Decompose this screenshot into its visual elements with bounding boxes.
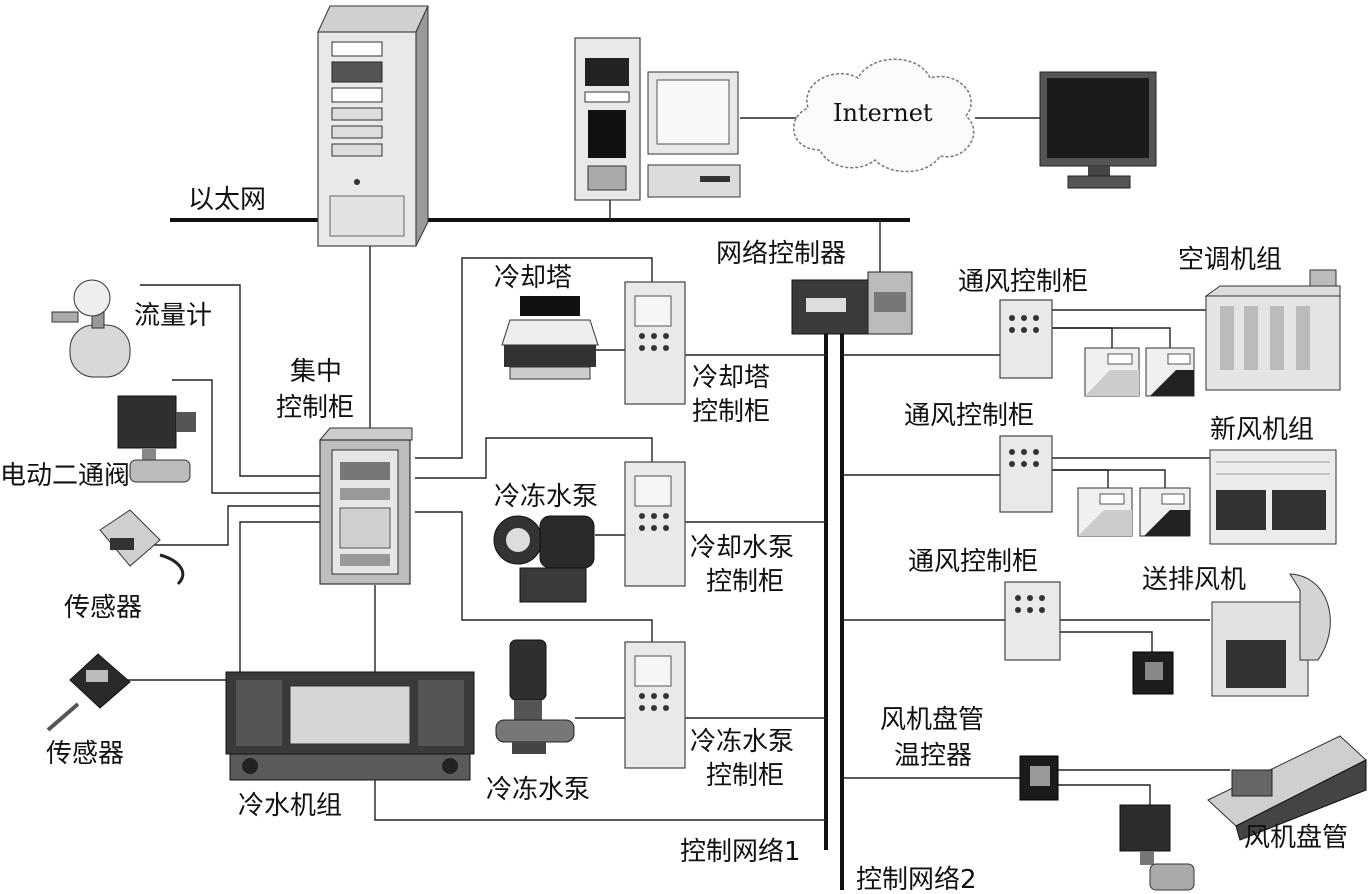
network-controller-label: 网络控制器 (716, 239, 846, 269)
vfd-drive-icon (1145, 347, 1195, 397)
horizontal-pump-icon (493, 515, 595, 603)
chilled-pump-top-label: 冷冻水泵 (494, 482, 598, 512)
sensor-1-icon (99, 509, 185, 586)
chilled-pump-cabinet-icon (624, 641, 686, 769)
flow-meter-label: 流量计 (134, 301, 212, 331)
chilled-pump-bottom-label: 冷冻水泵 (486, 775, 590, 805)
sensor-1-label: 传感器 (64, 593, 142, 623)
cooling-tower-icon (501, 296, 599, 380)
remote-monitor-icon (1039, 71, 1157, 189)
vent-cabinet-2-icon (999, 435, 1053, 513)
fcu-thermostat-label-line1: 风机盘管 (880, 705, 984, 735)
exhaust-fan-label: 送排风机 (1142, 565, 1246, 595)
chilled-pump-cabinet-label-line1: 冷冻水泵 (690, 727, 794, 757)
exhaust-fan-icon (1211, 573, 1331, 697)
vent-cabinet-3-label: 通风控制柜 (908, 547, 1038, 577)
fan-coil-label: 风机盘管 (1244, 823, 1348, 853)
chiller-unit-label: 冷水机组 (238, 791, 342, 821)
vent-cabinet-2-label: 通风控制柜 (904, 401, 1034, 431)
workstation-computer-icon (574, 37, 741, 201)
cooling-pump-cabinet-label-line1: 冷却水泵 (690, 533, 794, 563)
cooling-pump-cabinet-icon (624, 461, 686, 587)
fresh-air-unit-label: 新风机组 (1210, 415, 1314, 445)
vfd-drive-icon (1139, 487, 1191, 537)
central-cabinet-label-line2: 控制柜 (276, 393, 354, 423)
sensor-2-icon (46, 653, 131, 732)
cooling-tower-cabinet-icon (624, 281, 686, 405)
central-cabinet-label-line1: 集中 (290, 357, 342, 387)
chilled-pump-cabinet-label-line2: 控制柜 (706, 761, 784, 791)
fcu-thermostat-label-line2: 温控器 (894, 741, 972, 771)
vfd-drive-icon (1084, 347, 1140, 397)
flow-meter-icon (51, 279, 131, 378)
cooling-tower-cabinet-label-line1: 冷却塔 (692, 363, 770, 393)
fcu-valve-icon (1119, 804, 1195, 891)
sensor-2-label: 传感器 (46, 739, 124, 769)
motor-valve-label: 电动二通阀 (0, 461, 130, 491)
cooling-tower-cabinet-label-line2: 控制柜 (692, 397, 770, 427)
internet-label: Internet (833, 99, 933, 127)
vertical-pump-icon (495, 639, 575, 754)
vent-cabinet-1-icon (999, 299, 1053, 379)
motor-valve-icon (117, 395, 196, 483)
network-controller-icon (791, 271, 913, 335)
ahu-icon (1204, 269, 1341, 391)
thermostat-icon (1019, 755, 1059, 801)
ethernet-label: 以太网 (188, 185, 266, 215)
vent-cabinet-3-icon (1004, 581, 1061, 661)
fresh-air-unit-icon (1209, 449, 1337, 545)
control-network-1-label: 控制网络1 (680, 837, 801, 867)
fan-coil-unit-icon (1207, 735, 1367, 841)
internet-cloud-icon: Internet (792, 58, 975, 173)
vfd-drive-icon (1077, 487, 1133, 537)
cooling-tower-label: 冷却塔 (494, 263, 572, 293)
control-switch-icon (1132, 651, 1174, 695)
connection-wires (105, 117, 1230, 821)
ahu-label: 空调机组 (1178, 245, 1282, 275)
chiller-unit-icon (225, 671, 475, 781)
control-network-2-label: 控制网络2 (856, 865, 977, 894)
server-tower-icon (317, 5, 429, 247)
cooling-pump-cabinet-label-line2: 控制柜 (706, 567, 784, 597)
central-control-cabinet-icon (318, 427, 413, 585)
vent-cabinet-1-label: 通风控制柜 (958, 267, 1088, 297)
